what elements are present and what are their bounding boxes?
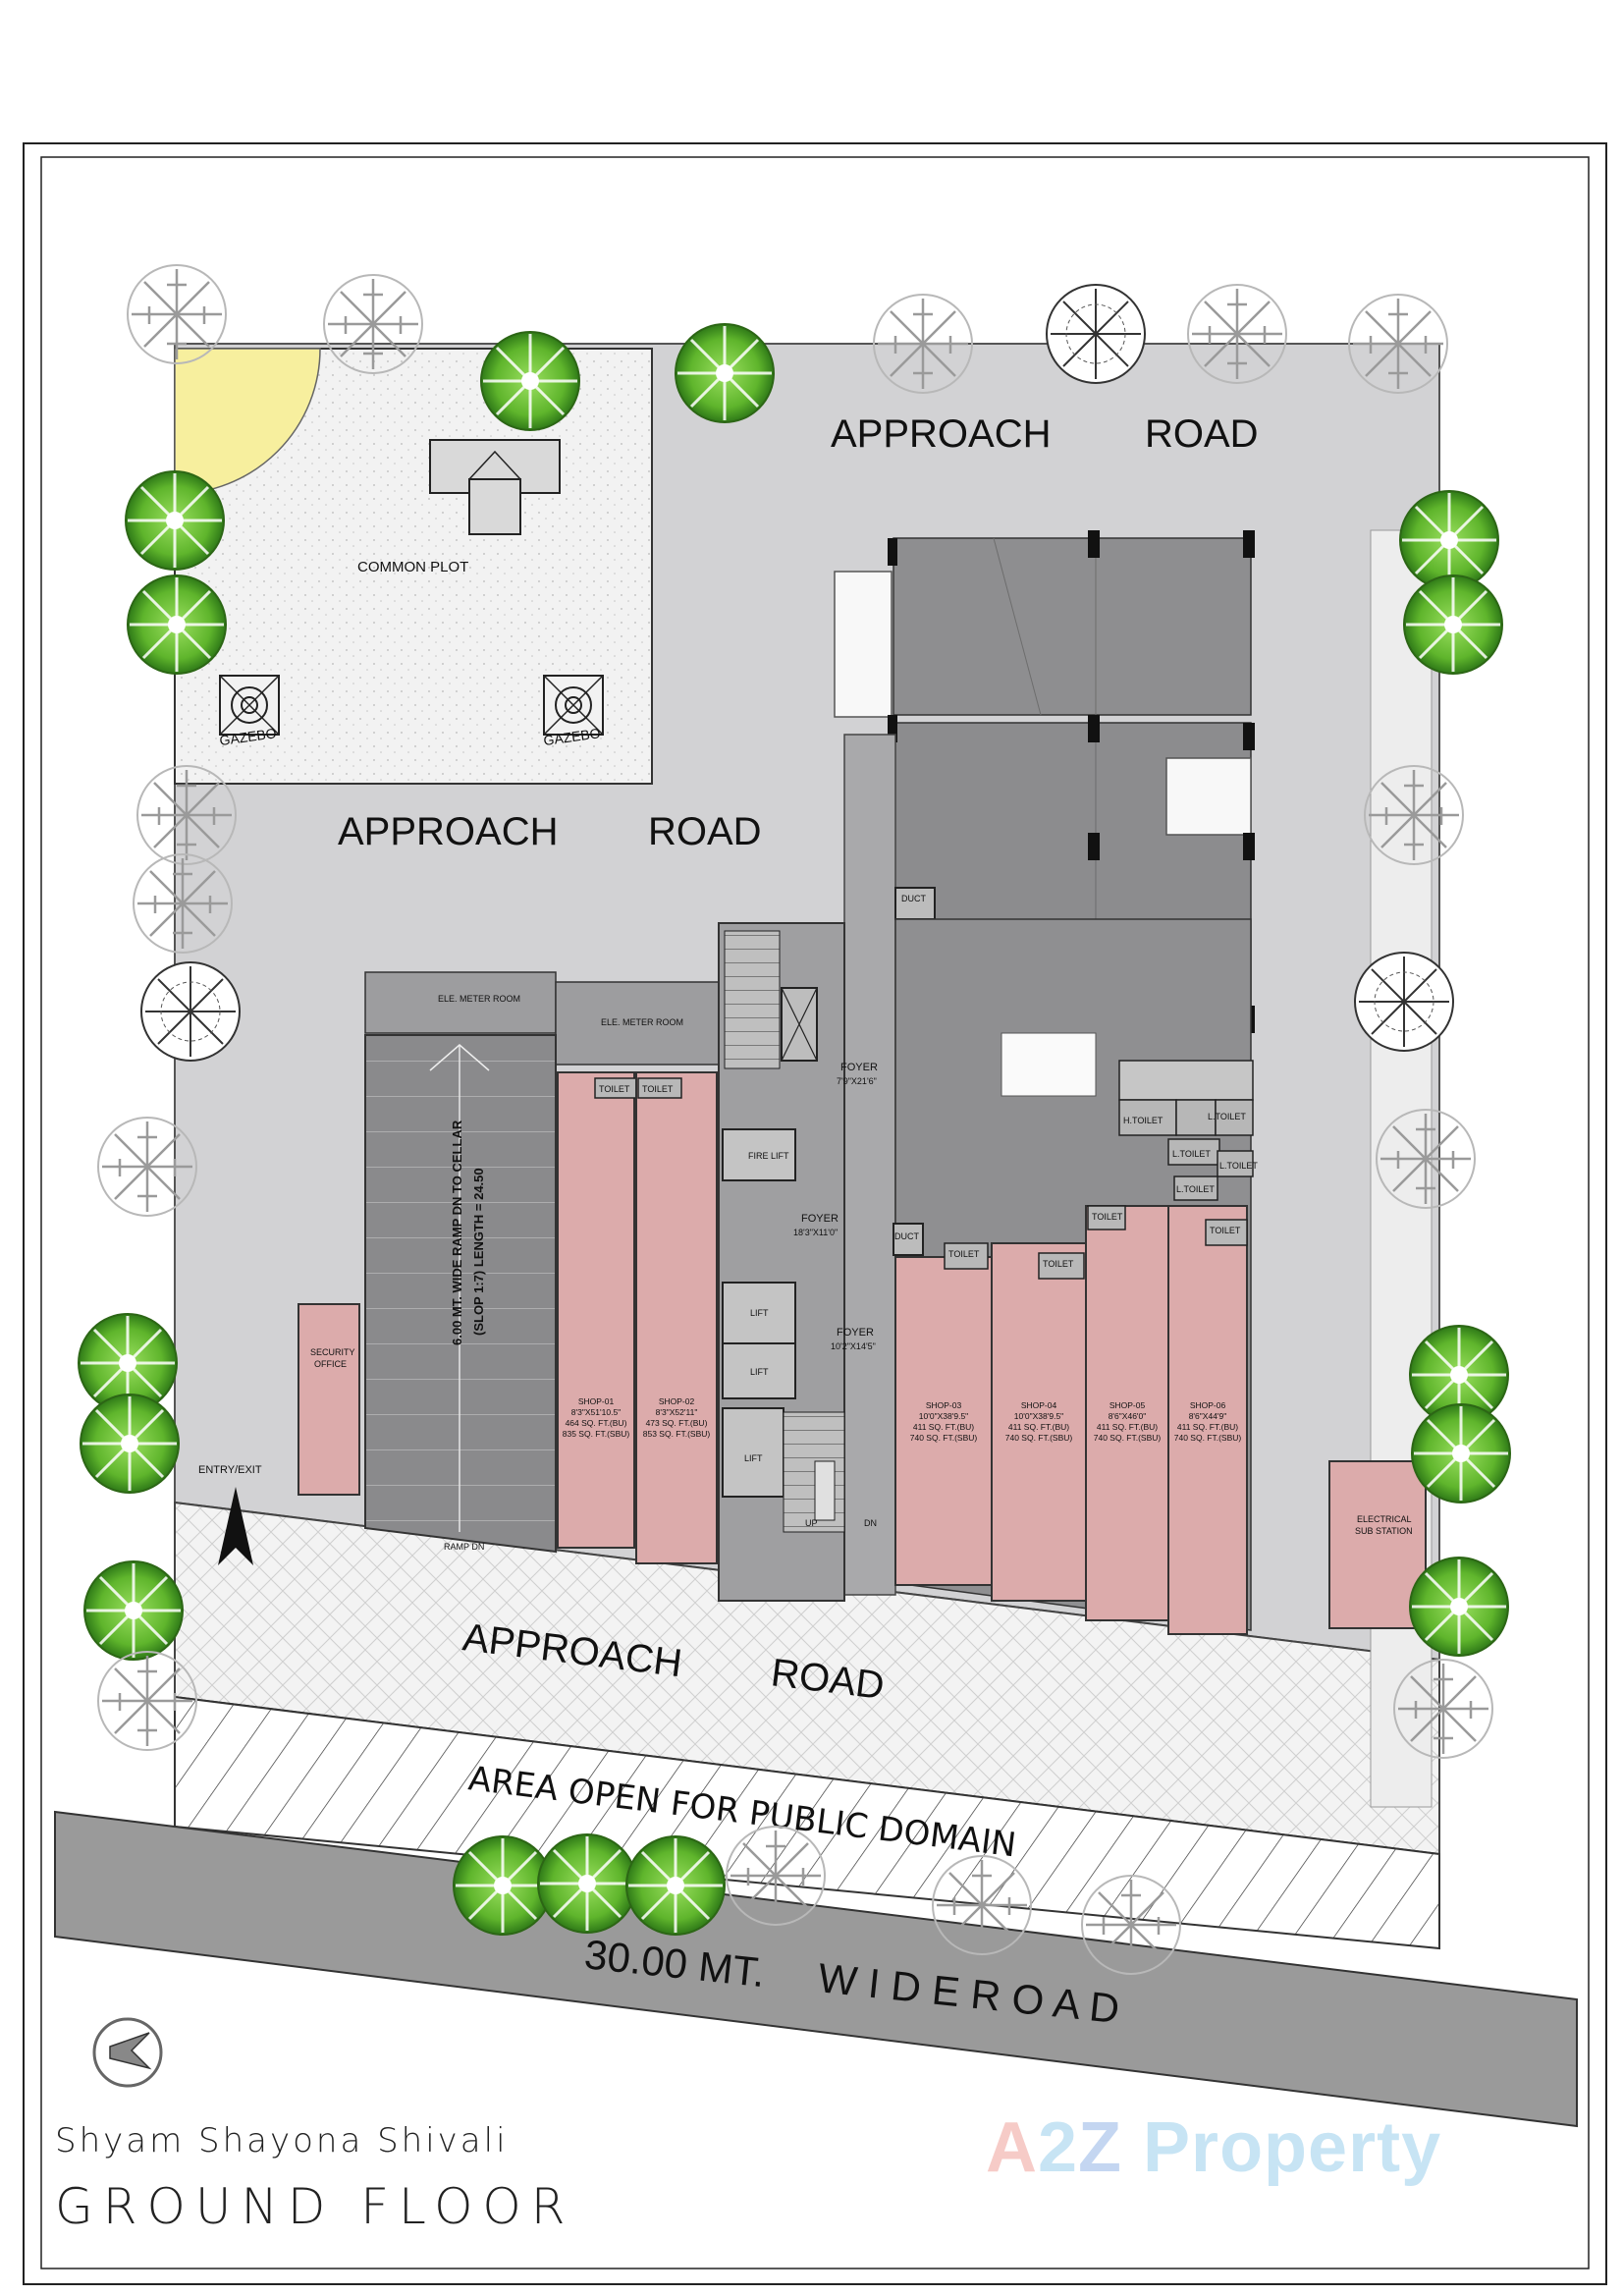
common-plot-label: COMMON PLOT	[357, 559, 468, 575]
main-road	[54, 1810, 1578, 2128]
duct-top	[894, 887, 936, 920]
shop-4-text-2: 411 SQ. FT.(BU)	[1008, 1422, 1069, 1432]
foyer-1-label: FOYER	[840, 1062, 878, 1073]
svg-text:FIRE LIFT: FIRE LIFT	[748, 1151, 789, 1161]
foyer-3-label: FOYER	[837, 1327, 874, 1339]
svg-text:UP: UP	[805, 1518, 818, 1528]
shop-4-text-1: 10'0"X38'9.5"	[1014, 1411, 1063, 1421]
security-label-1: SECURITY	[310, 1347, 355, 1357]
shop-6-toilet-label: TOILET	[1210, 1226, 1241, 1235]
shop-5-text-0: SHOP-05	[1109, 1400, 1146, 1410]
duct-lower	[893, 1223, 924, 1256]
public-domain-hatch	[175, 1697, 1439, 1948]
shop-4-toilet	[1038, 1252, 1085, 1280]
shop-6-toilet	[1205, 1219, 1248, 1246]
shop-6	[1167, 1205, 1248, 1635]
ele-meter-room-1-label: ELE. METER ROOM	[438, 994, 520, 1004]
svg-text:H.TOILET: H.TOILET	[1123, 1116, 1163, 1125]
shop-6-text-1: 8'6"X44'9"	[1189, 1411, 1227, 1421]
light-slot	[1001, 1032, 1097, 1097]
foyer-1-dim: 7'9"X21'6"	[837, 1076, 877, 1086]
shop-2-toilet-label: TOILET	[642, 1084, 674, 1094]
shop-1-text-3: 835 SQ. FT.(SBU)	[563, 1429, 630, 1439]
shop-5-text-3: 740 SQ. FT.(SBU)	[1094, 1433, 1162, 1443]
shop-4-text-3: 740 SQ. FT.(SBU)	[1005, 1433, 1073, 1443]
approach-road-top-2: ROAD	[1145, 412, 1259, 456]
foyer-2-label: FOYER	[801, 1213, 839, 1225]
shop-3-text-2: 411 SQ. FT.(BU)	[913, 1422, 974, 1432]
inner-border	[40, 156, 1590, 2269]
drawing-title: GROUND FLOOR	[55, 2178, 575, 2235]
shop-5-text-2: 411 SQ. FT.(BU)	[1097, 1422, 1158, 1432]
shop-3-text-0: SHOP-03	[926, 1400, 962, 1410]
shop-4-toilet-label: TOILET	[1043, 1259, 1074, 1269]
svg-text:LIFT: LIFT	[750, 1308, 769, 1318]
ele-meter-room-2-label: ELE. METER ROOM	[601, 1017, 683, 1027]
shop-1-toilet-label: TOILET	[599, 1084, 630, 1094]
ramp-to-cellar	[364, 1034, 557, 1554]
svg-text:LIFT: LIFT	[744, 1453, 763, 1463]
svg-text:LIFT: LIFT	[750, 1367, 769, 1377]
shop-5-toilet-label: TOILET	[1092, 1212, 1123, 1222]
approach-road-top-1: APPROACH	[831, 412, 1052, 456]
svg-text:L.TOILET: L.TOILET	[1208, 1112, 1246, 1121]
shop-6-text-2: 411 SQ. FT.(BU)	[1177, 1422, 1238, 1432]
core-corridor	[843, 734, 896, 1596]
stair-lift-core: FIRE LIFT LIFT LIFT LIFT UP DN	[718, 922, 877, 1602]
shop-6-text-0: SHOP-06	[1190, 1400, 1226, 1410]
shop-3-toilet-label: TOILET	[948, 1249, 980, 1259]
shop-2-text-2: 473 SQ. FT.(BU)	[646, 1418, 708, 1428]
shop-3	[894, 1256, 993, 1586]
shop-2	[635, 1071, 718, 1564]
north-arrow-icon	[92, 2017, 163, 2088]
ramp-slope-label: (SLOP 1:7) LENGTH = 24.50	[471, 1168, 486, 1336]
ramp-dn-label: RAMP DN	[444, 1542, 484, 1552]
entry-exit-arrow-icon	[218, 1487, 253, 1565]
shop-1-text-2: 464 SQ. FT.(BU)	[566, 1418, 627, 1428]
shop-2-text-1: 8'3"X52'11"	[656, 1407, 698, 1417]
shop-5-toilet	[1087, 1205, 1126, 1230]
shop-1-text-1: 8'3"X51'10.5"	[571, 1407, 621, 1417]
shop-4-text-0: SHOP-04	[1021, 1400, 1057, 1410]
svg-text:L.TOILET: L.TOILET	[1176, 1184, 1215, 1194]
approach-road-mid-1: APPROACH	[338, 810, 559, 853]
shop-1-text-0: SHOP-01	[578, 1396, 615, 1406]
foyer-3-dim: 10'2"X14'5"	[831, 1341, 876, 1351]
ele-meter-room-1	[364, 971, 557, 1034]
svg-text:DN: DN	[864, 1518, 877, 1528]
parking-block	[834, 530, 1255, 1033]
shop-5	[1085, 1205, 1169, 1621]
electrical-label-2: SUB STATION	[1355, 1526, 1413, 1536]
shop-6-text-3: 740 SQ. FT.(SBU)	[1174, 1433, 1242, 1443]
approach-road-mid-2: ROAD	[648, 810, 762, 853]
project-name: Shyam Shayona Shivali	[55, 2121, 509, 2160]
shop-2-text-0: SHOP-02	[659, 1396, 695, 1406]
common-pavilion	[429, 439, 561, 535]
shop-3-text-3: 740 SQ. FT.(SBU)	[910, 1433, 978, 1443]
svg-text:L.TOILET: L.TOILET	[1172, 1149, 1211, 1159]
shop-3-text-1: 10'0"X38'9.5"	[919, 1411, 968, 1421]
duct-top-label: DUCT	[901, 894, 926, 903]
shop-1	[557, 1071, 635, 1549]
duct-lower-label: DUCT	[894, 1231, 919, 1241]
security-office	[298, 1303, 360, 1496]
svg-text:L.TOILET: L.TOILET	[1219, 1161, 1258, 1171]
shop-3-toilet	[944, 1242, 989, 1270]
security-label-2: OFFICE	[314, 1359, 347, 1369]
watermark-logo: A2Z Property	[986, 2108, 1442, 2187]
ramp-label: 6.00 MT. WIDE RAMP DN TO CELLAR	[450, 1120, 464, 1345]
entry-exit-label: ENTRY/EXIT	[198, 1464, 262, 1476]
shop-2-toilet	[637, 1077, 682, 1099]
outer-border	[23, 142, 1607, 2285]
shop-2-text-3: 853 SQ. FT.(SBU)	[643, 1429, 711, 1439]
toilet-cluster: H.TOILET L.TOILET L.TOILET L.TOILET L.TO…	[1118, 1060, 1258, 1201]
shop-5-text-1: 8'6"X46'0"	[1109, 1411, 1147, 1421]
ele-meter-room-2	[555, 981, 720, 1066]
foyer-2-dim: 18'3"X11'0"	[793, 1228, 838, 1237]
shops: TOILET SHOP-018'3"X51'10.5"464 SQ. FT.(BU…	[557, 1071, 1248, 1635]
electrical-label-1: ELECTRICAL	[1357, 1514, 1412, 1524]
